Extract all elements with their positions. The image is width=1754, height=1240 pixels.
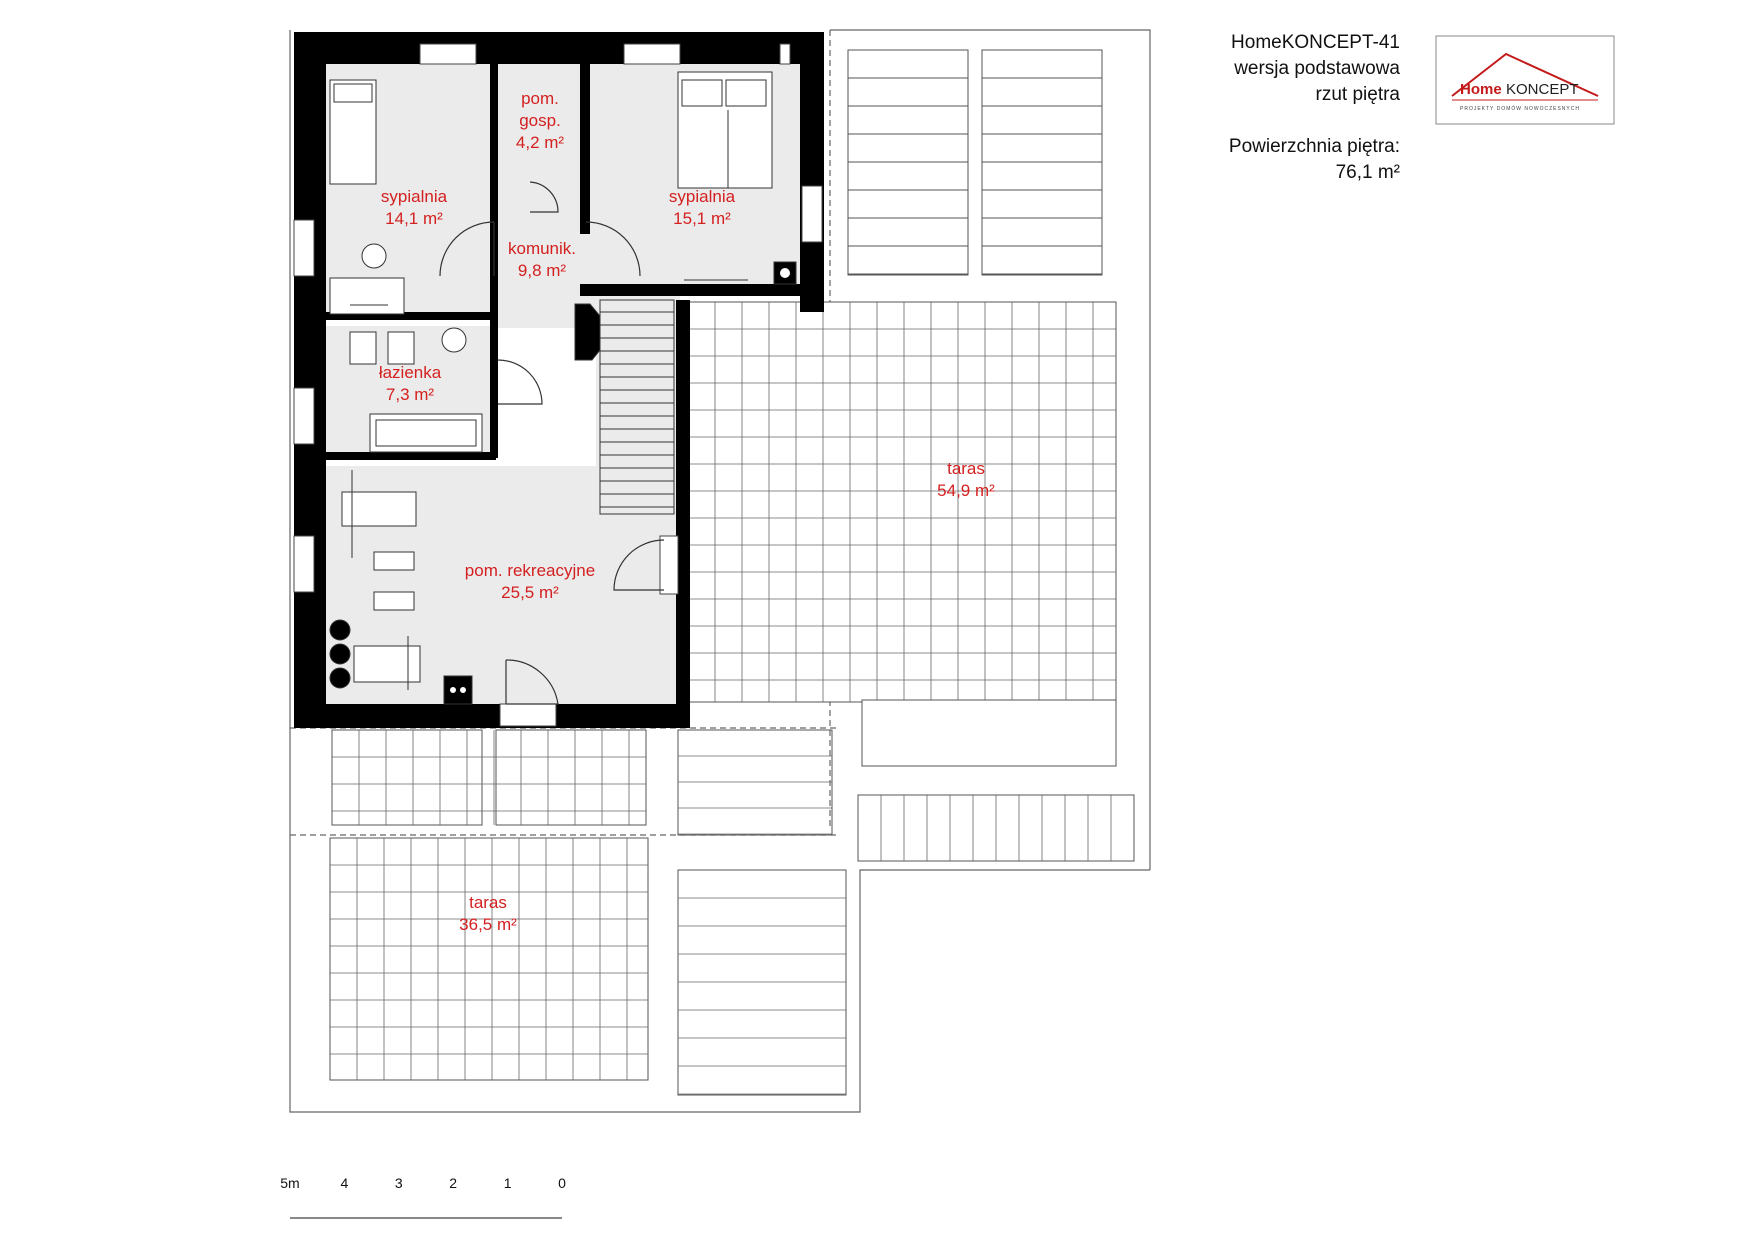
room-label-terrace-right: taras bbox=[947, 459, 985, 478]
room-label-hallway: komunik. bbox=[508, 239, 576, 258]
title-block: HomeKONCEPT-41 wersja podstawowa rzut pi… bbox=[1229, 32, 1401, 183]
project-version: wersja podstawowa bbox=[1233, 58, 1400, 79]
scale-tick-label: 0 bbox=[558, 1175, 566, 1191]
walls bbox=[294, 32, 824, 728]
floor-area-label: Powierzchnia piętra: bbox=[1229, 136, 1400, 157]
room-label-utility: pom. bbox=[521, 89, 559, 108]
drawing-view: rzut piętra bbox=[1316, 84, 1401, 105]
scale-tick-label: 4 bbox=[341, 1175, 349, 1191]
roof-slats-top bbox=[847, 49, 1103, 276]
room-area-recreation: 25,5 m² bbox=[501, 583, 559, 602]
scale-tick-label: 2 bbox=[449, 1175, 457, 1191]
room-label-terrace-bottom: taras bbox=[469, 893, 507, 912]
room-label-bedroom-left: sypialnia bbox=[381, 187, 448, 206]
room-label-bathroom: łazienka bbox=[379, 363, 442, 382]
company-logo: Home KONCEPT PROJEKTY DOMÓW NOWOCZESNYCH bbox=[1435, 35, 1615, 125]
scale-tick-label: 3 bbox=[395, 1175, 403, 1191]
terrace-bottom bbox=[329, 729, 649, 1081]
room-area-terrace-right: 54,9 m² bbox=[937, 481, 995, 500]
room-area-bathroom: 7,3 m² bbox=[386, 385, 435, 404]
room-labels: sypialnia 14,1 m² pom. gosp. 4,2 m² sypi… bbox=[379, 89, 995, 934]
logo-koncept-text: KONCEPT bbox=[1506, 81, 1579, 98]
room-label-recreation: pom. rekreacyjne bbox=[465, 561, 595, 580]
room-area-bedroom-right: 15,1 m² bbox=[673, 209, 731, 228]
windows bbox=[293, 43, 823, 727]
door-swings bbox=[439, 181, 665, 705]
scale-bar: 0 1 2 3 4 5m bbox=[280, 1175, 566, 1219]
scale-tick-label: 1 bbox=[504, 1175, 512, 1191]
room-area-utility: 4,2 m² bbox=[516, 133, 565, 152]
project-title: HomeKONCEPT-41 bbox=[1231, 32, 1400, 53]
logo-home-text: Home bbox=[1460, 81, 1502, 98]
furniture bbox=[329, 71, 797, 705]
terrace-right bbox=[677, 301, 1135, 1096]
logo-tagline: PROJEKTY DOMÓW NOWOCZESNYCH bbox=[1460, 105, 1580, 112]
room-area-bedroom-left: 14,1 m² bbox=[385, 209, 443, 228]
scale-tick-label: 5m bbox=[280, 1175, 299, 1191]
room-label-bedroom-right: sypialnia bbox=[669, 187, 736, 206]
staircase bbox=[574, 299, 675, 515]
room-area-terrace-bottom: 36,5 m² bbox=[459, 915, 517, 934]
room-area-hallway: 9,8 m² bbox=[518, 261, 567, 280]
room-label-utility-2: gosp. bbox=[519, 111, 561, 130]
floor-area-value: 76,1 m² bbox=[1336, 162, 1400, 183]
